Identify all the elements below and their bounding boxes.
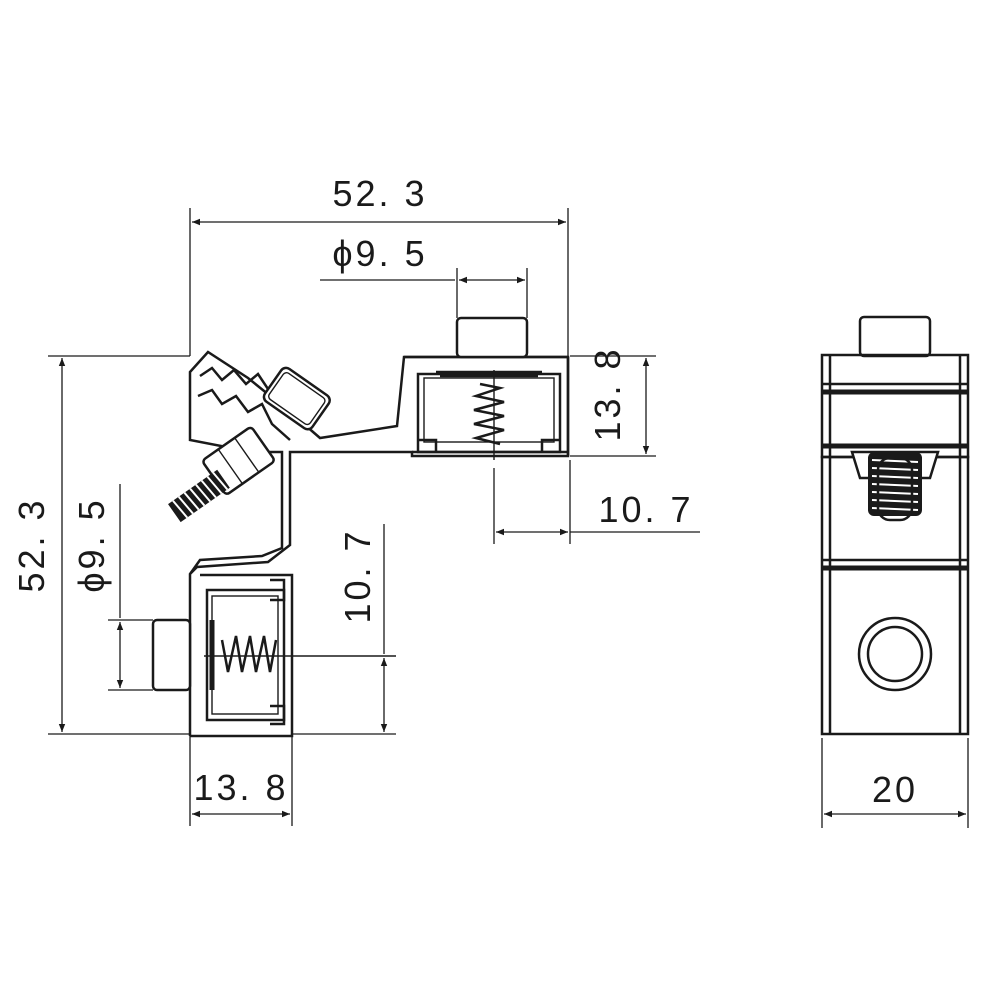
side-hole-outer — [857, 616, 933, 692]
side-pin — [858, 315, 932, 358]
dim-vertical-offset: 10. 7 — [292, 524, 396, 735]
dim-top-width: 52. 3 — [189, 173, 569, 356]
dim-left-height: 52. 3 — [11, 355, 190, 735]
side-bolt — [850, 450, 940, 522]
left-pin — [151, 618, 192, 692]
clamp-body-outline — [188, 350, 570, 736]
dim-top-pin-dia-label: ϕ9. 5 — [332, 233, 427, 274]
top-pin — [455, 316, 529, 359]
side-view — [820, 315, 970, 736]
dim-side-width: 20 — [821, 738, 969, 828]
side-hole-inner — [866, 625, 924, 683]
dim-right-offset: 10. 7 — [493, 460, 700, 544]
jaw-block — [262, 366, 331, 431]
threaded-bolt — [168, 469, 230, 523]
dim-right-offset-label: 10. 7 — [598, 489, 693, 530]
top-spring-pocket — [416, 370, 562, 454]
dim-top-pin-dia: ϕ9. 5 — [320, 233, 528, 318]
serrated-jaw-lower — [197, 388, 291, 441]
dim-top-width-label: 52. 3 — [332, 173, 427, 214]
dim-left-pin-dia-label: ϕ9. 5 — [71, 497, 112, 592]
side-body-top — [820, 353, 970, 459]
dim-vertical-offset-label: 10. 7 — [337, 528, 378, 623]
dim-bottom-width: 13. 8 — [189, 736, 293, 826]
top-spring — [471, 370, 505, 460]
dim-left-pin-dia: ϕ9. 5 — [71, 484, 153, 691]
dim-right-height: 13. 8 — [570, 346, 656, 457]
dim-bottom-width-label: 13. 8 — [193, 767, 288, 808]
dim-right-height-label: 13. 8 — [587, 346, 628, 441]
left-spring — [204, 620, 396, 690]
dim-side-width-label: 20 — [872, 769, 918, 810]
front-view — [151, 316, 570, 738]
dim-left-height-label: 52. 3 — [11, 497, 52, 592]
